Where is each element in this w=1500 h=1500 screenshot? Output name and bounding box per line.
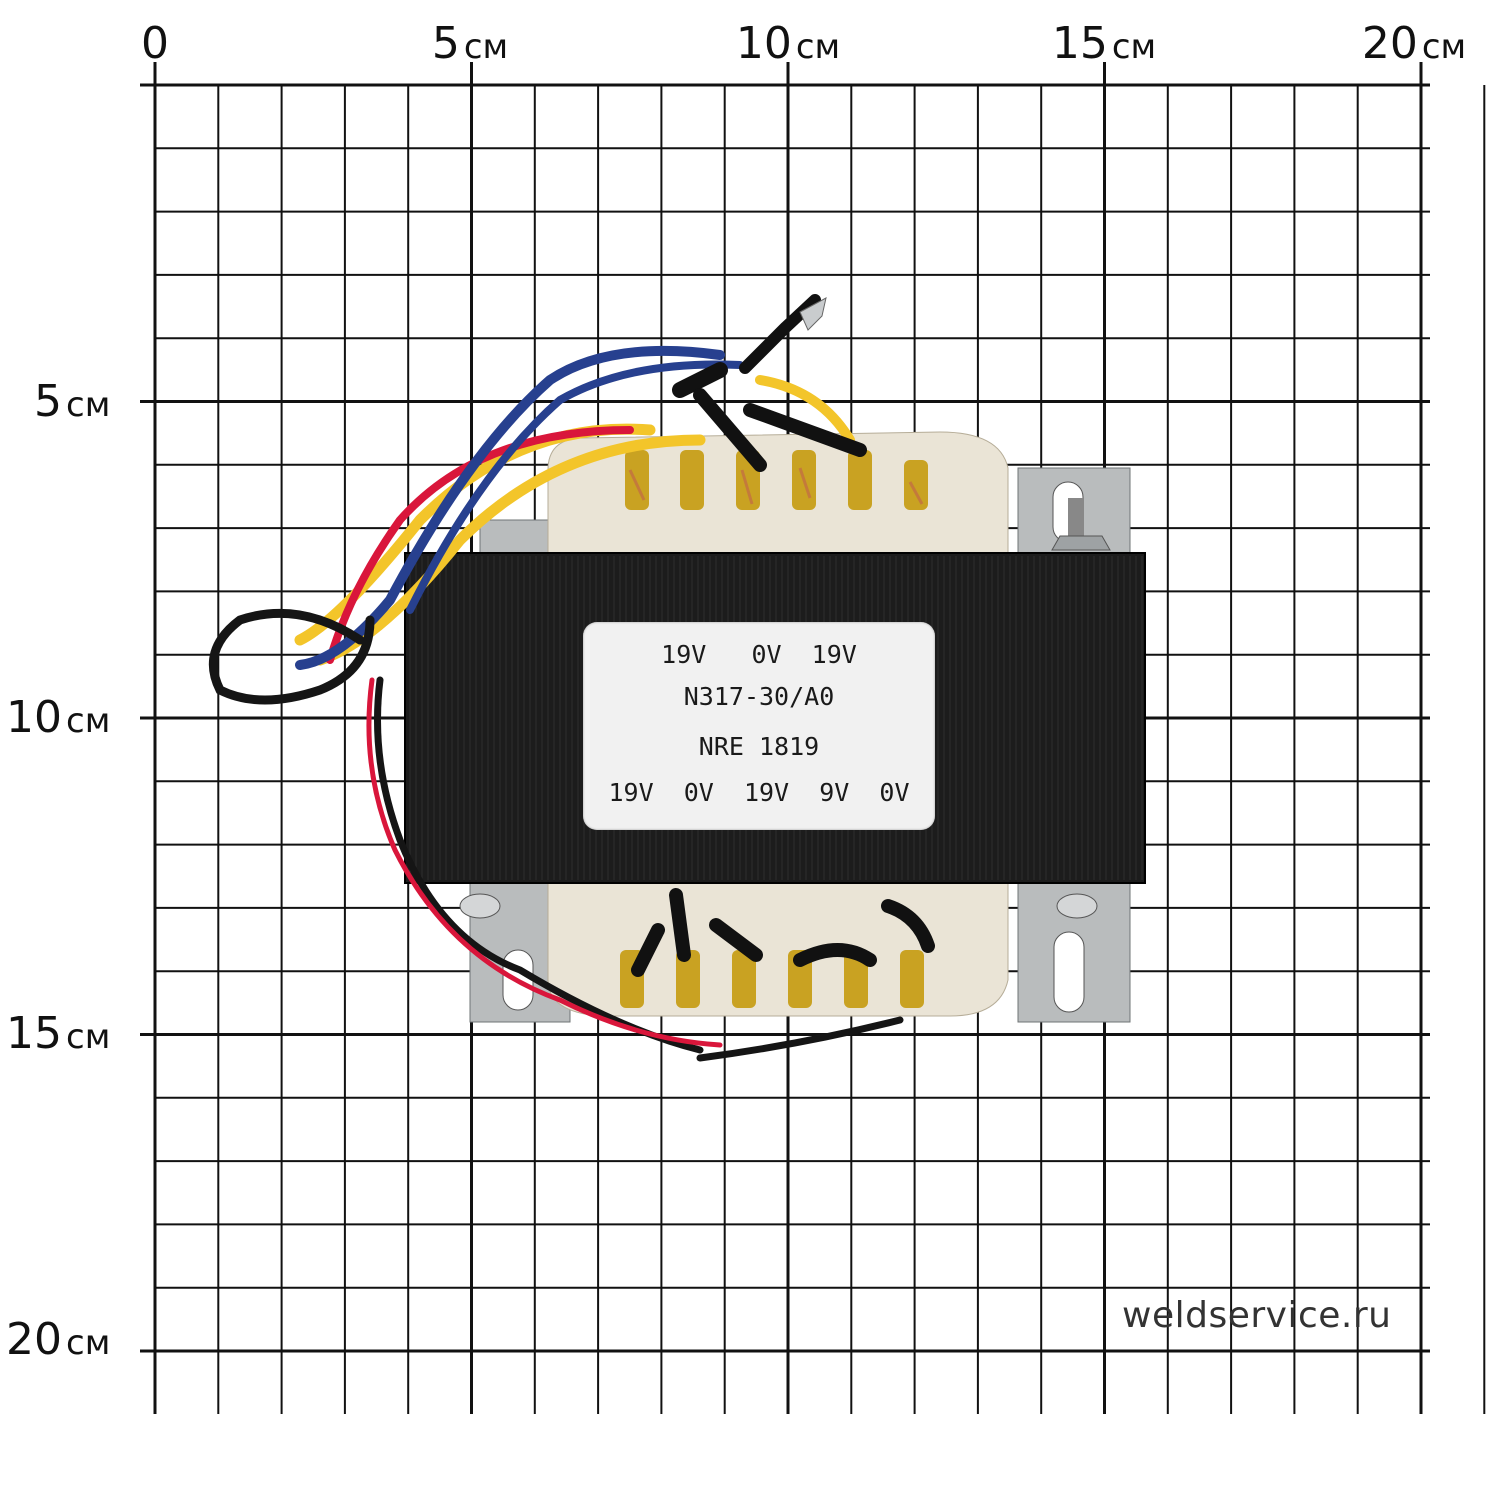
wire-bundle <box>208 294 935 1062</box>
bobbin-top <box>547 431 1009 561</box>
label-line-code: NRE 1819 <box>698 732 820 761</box>
bobbin-bottom <box>547 879 1009 1017</box>
mounting-bracket-bottom-right <box>1017 879 1131 1023</box>
label-line-secondary: 19V 0V 19V 9V 0V <box>608 778 910 807</box>
label-line-primary: 19V 0V 19V <box>661 640 857 669</box>
label-line-model: N317-30/A0 <box>683 682 835 711</box>
ruler-top-0: 0 <box>141 18 169 69</box>
transformer-label: 19V 0V 19V N317-30/A0 NRE 1819 19V 0V 19… <box>583 622 935 830</box>
watermark-text: weldservice.ru <box>1122 1295 1392 1336</box>
mounting-bracket-top-right <box>1017 467 1131 555</box>
